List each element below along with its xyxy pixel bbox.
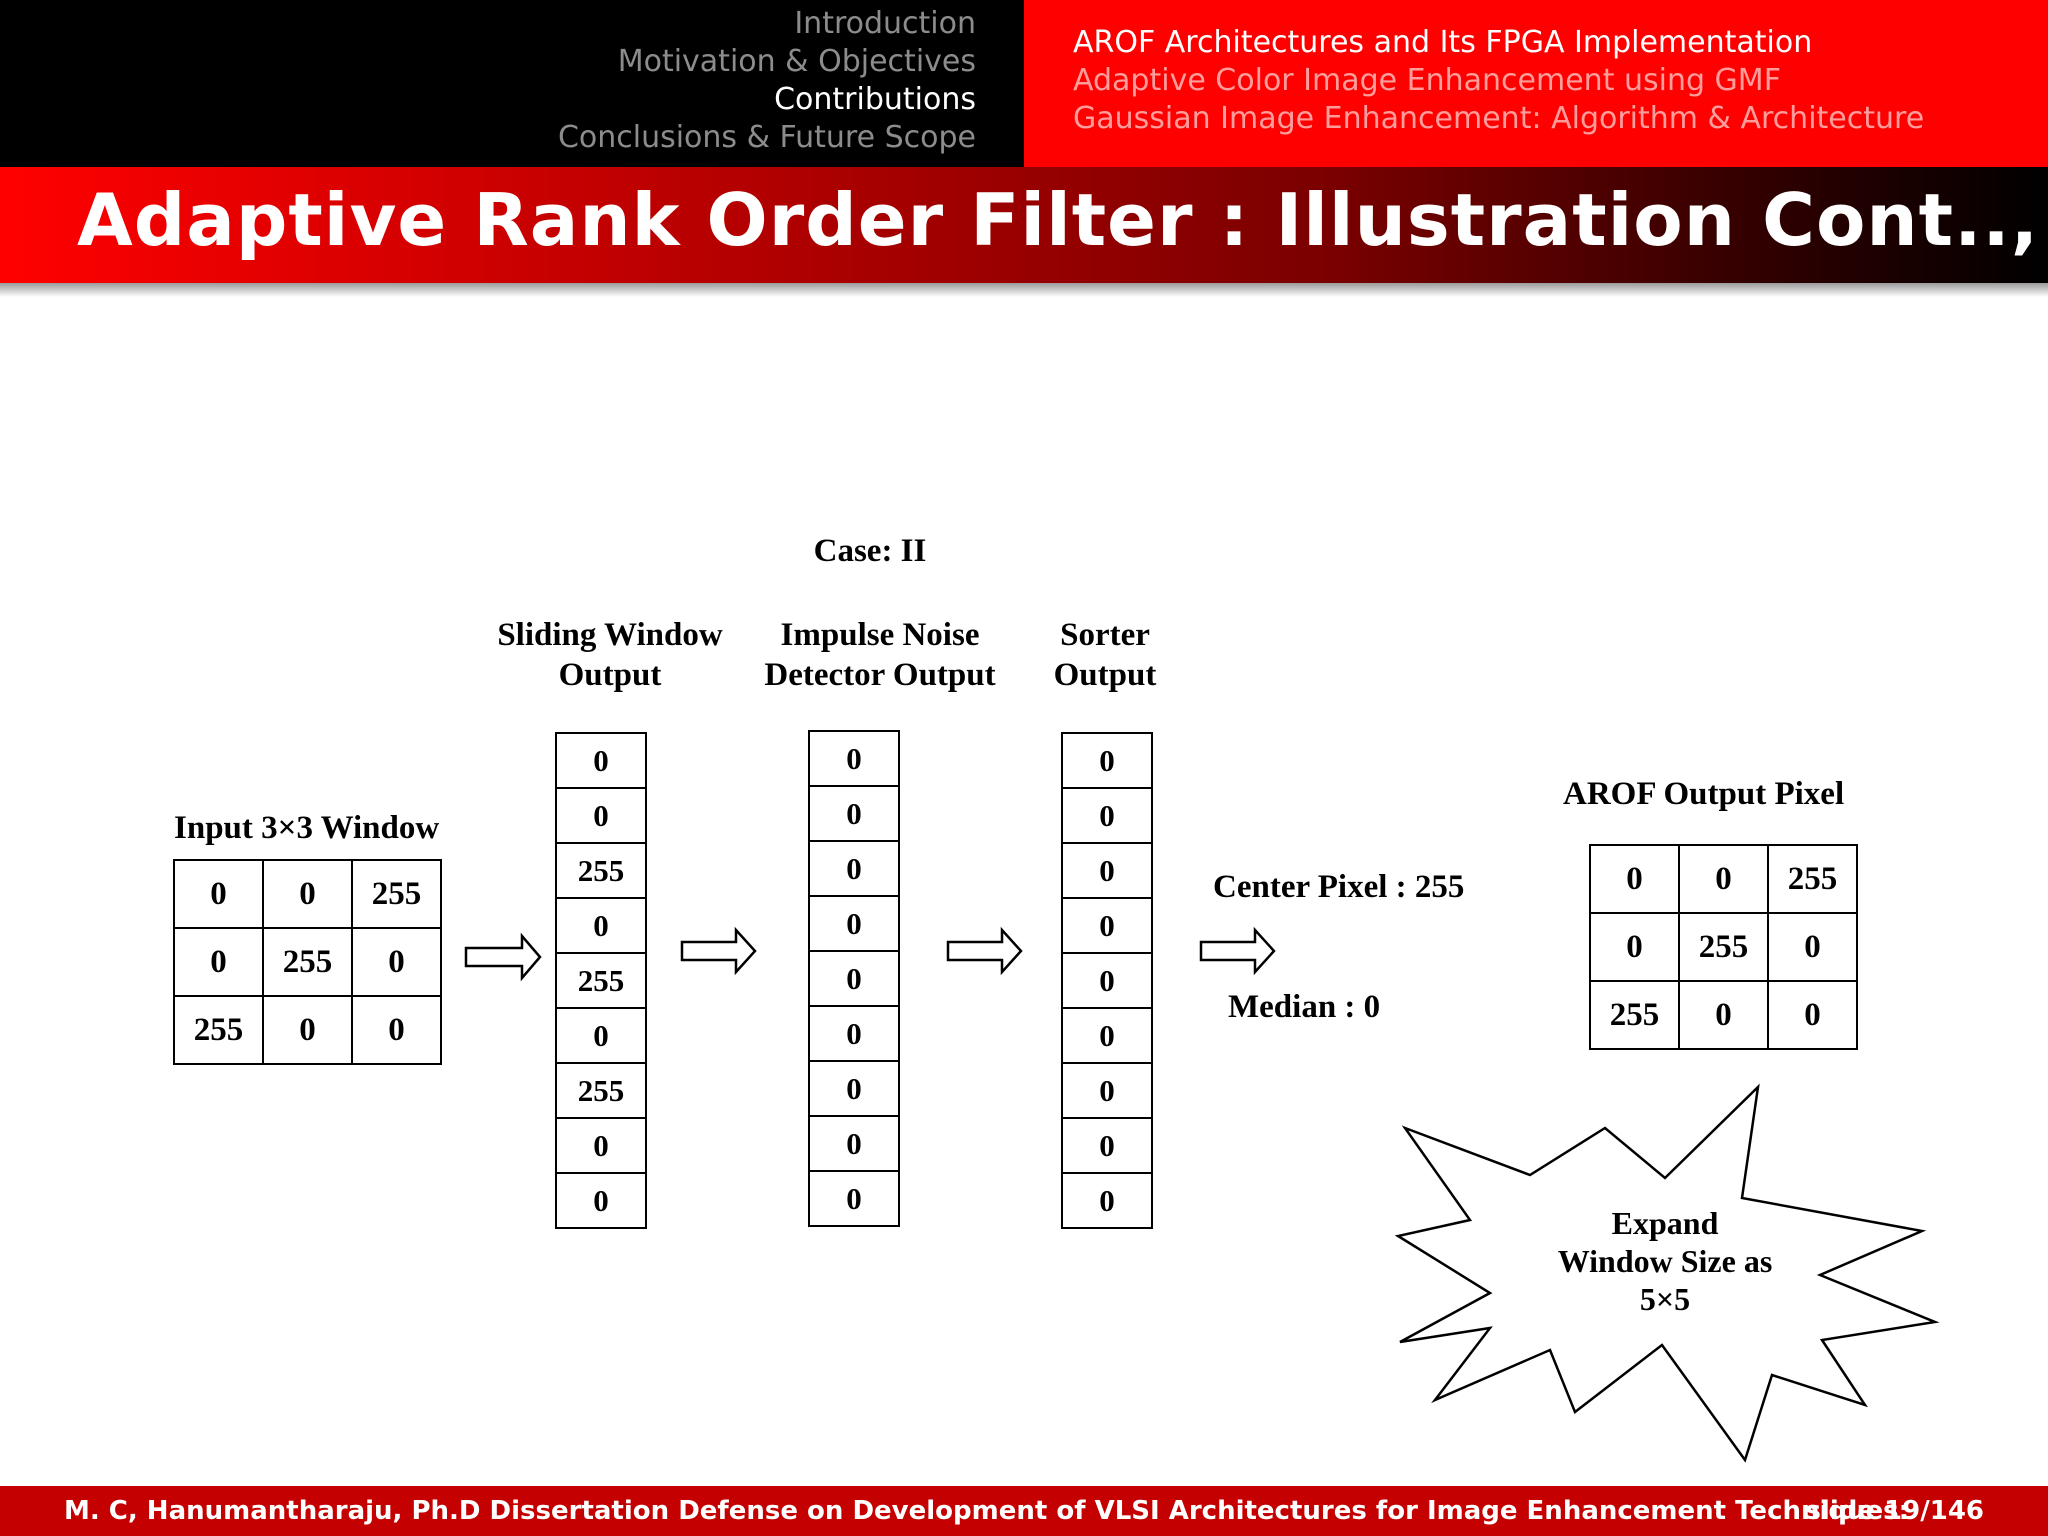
nav-subsection-gaussian[interactable]: Gaussian Image Enhancement: Algorithm & … [1073,101,1925,136]
sliding-cell: 0 [555,1172,647,1229]
sorter-label-line1: Sorter [1060,617,1150,653]
nav-section-introduction[interactable]: Introduction [794,6,976,41]
slide-title: Adaptive Rank Order Filter : Illustratio… [77,178,2040,262]
sliding-cell: 0 [555,732,647,789]
impulse-detector-column: 0 0 0 0 0 0 0 0 0 [808,730,900,1227]
nav-section-contributions[interactable]: Contributions [774,82,976,117]
impulse-cell: 0 [808,730,900,787]
section-navigation: Introduction Motivation & Objectives Con… [0,0,1024,167]
sorter-label-line2: Output [1053,657,1157,693]
sliding-cell: 255 [555,1062,647,1119]
input-cell: 255 [351,859,442,929]
sliding-cell: 255 [555,842,647,899]
footer-text: M. C, Hanumantharaju, Ph.D Dissertation … [64,1496,1910,1526]
sorter-cell: 0 [1061,897,1153,954]
impulse-cell: 0 [808,840,900,897]
output-cell: 255 [1589,980,1680,1050]
center-pixel-label: Center Pixel : 255 [1213,869,1465,905]
sorter-cell: 0 [1061,1172,1153,1229]
output-cell: 0 [1767,980,1858,1050]
impulse-cell: 0 [808,1060,900,1117]
arrow-right-icon [680,926,757,976]
output-cell: 0 [1589,912,1680,982]
impulse-cell: 0 [808,1005,900,1062]
input-cell: 255 [173,995,264,1065]
sorter-cell: 0 [1061,952,1153,1009]
sliding-cell: 255 [555,952,647,1009]
footer-bar [0,1486,2048,1536]
burst-shape [1394,1083,1940,1463]
sliding-cell: 0 [555,1007,647,1064]
impulse-cell: 0 [808,1170,900,1227]
output-cell: 255 [1678,912,1769,982]
burst-text-line2: Window Size as [1557,1243,1773,1279]
input-cell: 0 [173,927,264,997]
output-cell: 0 [1767,912,1858,982]
input-cell: 0 [351,927,442,997]
input-window-grid: 0 0 255 0 255 0 255 0 0 [173,859,442,1065]
nav-section-conclusions[interactable]: Conclusions & Future Scope [557,120,976,155]
nav-subsection-gmf[interactable]: Adaptive Color Image Enhancement using G… [1073,63,1781,98]
arrow-right-icon [946,926,1023,976]
input-cell: 0 [262,995,353,1065]
sorter-cell: 0 [1061,1117,1153,1174]
impulse-cell: 0 [808,785,900,842]
input-window-label: Input 3×3 Window [174,810,440,846]
title-shadow [0,283,2048,297]
output-cell: 0 [1678,844,1769,914]
case-label: Case: II [813,533,927,569]
sliding-window-label-line2: Output [558,657,662,693]
slide-number: slide 19/146 [1805,1496,1984,1526]
impulse-cell: 0 [808,1115,900,1172]
sorter-column: 0 0 0 0 0 0 0 0 0 [1061,732,1153,1229]
impulse-detector-label-line1: Impulse Noise [780,617,980,653]
output-cell: 0 [1678,980,1769,1050]
impulse-detector-label-line2: Detector Output [764,657,996,693]
input-cell: 0 [173,859,264,929]
arrow-right-icon [1199,926,1276,976]
nav-section-motivation[interactable]: Motivation & Objectives [617,44,976,79]
sliding-cell: 0 [555,1117,647,1174]
arof-output-grid: 0 0 255 0 255 0 255 0 0 [1589,844,1858,1050]
output-cell: 0 [1589,844,1680,914]
input-cell: 0 [351,995,442,1065]
sorter-cell: 0 [1061,1007,1153,1064]
sliding-cell: 0 [555,897,647,954]
input-cell: 0 [262,859,353,929]
output-cell: 255 [1767,844,1858,914]
nav-subsection-arof[interactable]: AROF Architectures and Its FPGA Implemen… [1073,25,1813,60]
impulse-cell: 0 [808,895,900,952]
input-cell: 255 [262,927,353,997]
sorter-cell: 0 [1061,1062,1153,1119]
sorter-cell: 0 [1061,732,1153,789]
sliding-window-column: 0 0 255 0 255 0 255 0 0 [555,732,647,1229]
arrow-right-icon [464,932,542,982]
subsection-navigation: AROF Architectures and Its FPGA Implemen… [1024,0,2048,167]
burst-text-line3: 5×5 [1639,1281,1691,1317]
impulse-cell: 0 [808,950,900,1007]
sliding-window-label-line1: Sliding Window [497,617,723,653]
title-bar [0,167,2048,283]
median-label: Median : 0 [1228,989,1381,1025]
sorter-cell: 0 [1061,842,1153,899]
sliding-cell: 0 [555,787,647,844]
arof-output-label: AROF Output Pixel [1563,776,1845,812]
sorter-cell: 0 [1061,787,1153,844]
burst-text-line1: Expand [1611,1205,1719,1241]
